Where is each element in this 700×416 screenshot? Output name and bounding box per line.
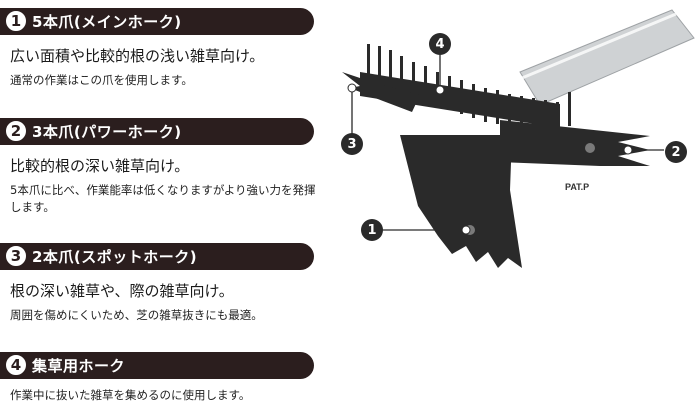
section-1-header: 1 5本爪(メインホーク) <box>0 8 314 35</box>
section-2-title: 3本爪(パワーホーク) <box>32 123 182 141</box>
callout-4-anchor <box>435 85 445 95</box>
section-4-sub: 作業中に抜いた雑草を集めるのに使用します。 <box>10 388 251 402</box>
section-1-sub: 通常の作業はこの爪を使用します。 <box>10 73 193 87</box>
power-hoe-rivet <box>585 143 595 153</box>
handle-shaft <box>517 9 695 106</box>
callout-1-anchor <box>461 225 471 235</box>
section-3: 3 2本爪(スポットホーク) 根の深い雑草や、際の雑草向け。 周囲を傷めにくいた… <box>0 243 330 324</box>
section-4-title: 集草用ホーク <box>32 357 126 375</box>
section-4-header: 4 集草用ホーク <box>0 352 314 379</box>
main-hoe-blade <box>400 135 522 268</box>
callout-3: 3 <box>341 133 363 155</box>
power-hoe-blade <box>500 120 650 166</box>
section-4-number-badge: 4 <box>4 353 28 377</box>
section-4: 4 集草用ホーク 作業中に抜いた雑草を集めるのに使用します。 <box>0 352 330 404</box>
section-3-title: 2本爪(スポットホーク) <box>32 248 198 266</box>
section-3-number-badge: 3 <box>4 244 28 268</box>
callout-2-anchor <box>623 145 633 155</box>
callout-2: 2 <box>665 141 687 163</box>
rake-comb <box>360 44 571 136</box>
section-3-header: 3 2本爪(スポットホーク) <box>0 243 314 270</box>
section-2-header: 2 3本爪(パワーホーク) <box>0 118 314 145</box>
section-3-sub: 周囲を傷めにくいため、芝の雑草抜きにも最適。 <box>10 308 263 322</box>
section-3-lead: 根の深い雑草や、際の雑草向け。 <box>10 282 234 300</box>
section-1: 1 5本爪(メインホーク) 広い面積や比較的根の浅い雑草向け。 通常の作業はこの… <box>0 8 330 89</box>
section-1-number-badge: 1 <box>4 9 28 33</box>
patent-label: PAT.P <box>565 182 590 192</box>
section-1-lead: 広い面積や比較的根の浅い雑草向け。 <box>10 47 265 65</box>
section-2-number-badge: 2 <box>4 119 28 143</box>
hoe-diagram <box>342 9 695 268</box>
section-2: 2 3本爪(パワーホーク) 比較的根の深い雑草向け。 5本爪に比べ、作業能率は低… <box>0 118 330 216</box>
callout-3-anchor <box>347 83 357 93</box>
callout-4: 4 <box>429 33 451 55</box>
section-2-sub: 5本爪に比べ、作業能率は低くなりますがより強い力を発揮します。 <box>10 183 316 214</box>
callout-1: 1 <box>361 219 383 241</box>
spot-hoe-blade <box>342 72 420 112</box>
section-2-lead: 比較的根の深い雑草向け。 <box>10 157 190 175</box>
section-1-title: 5本爪(メインホーク) <box>32 13 182 31</box>
